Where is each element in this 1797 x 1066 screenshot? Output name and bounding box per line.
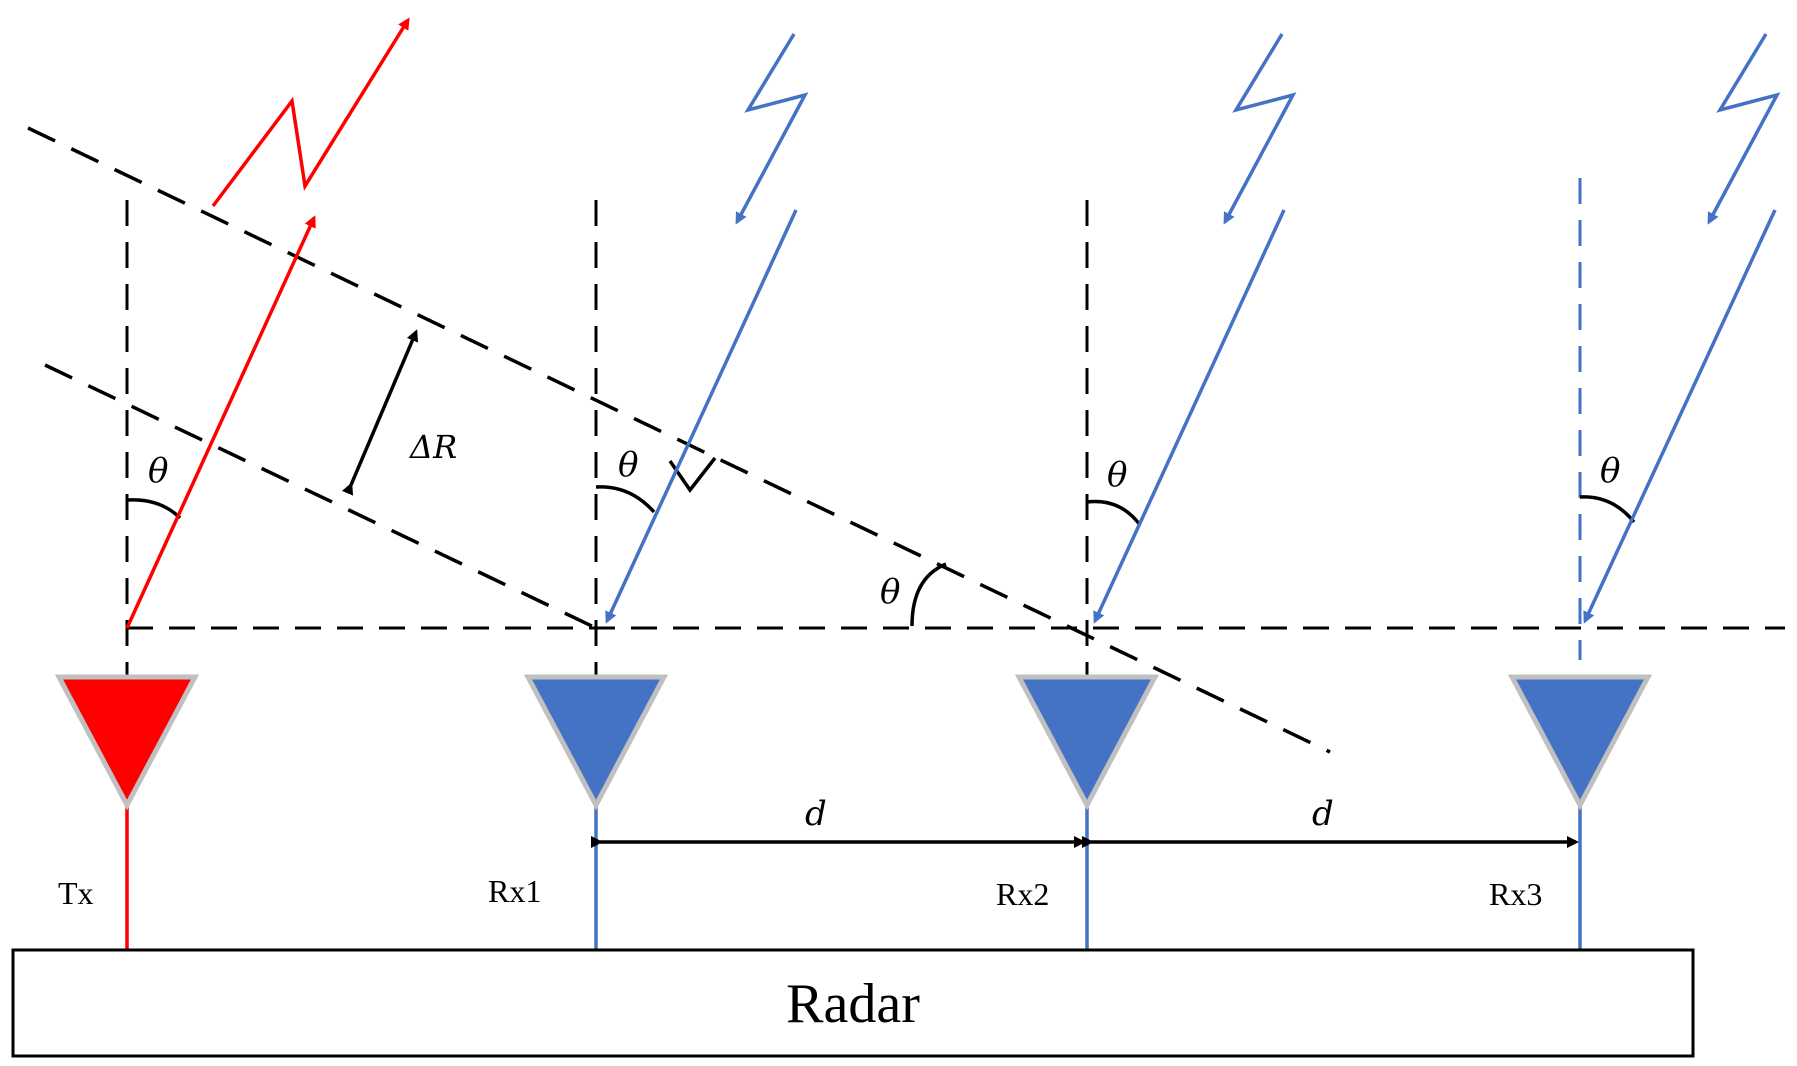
wavefront-upper — [27, 126, 1331, 754]
rx3-zigzag-arrow — [1707, 33, 1781, 225]
right-angle-marker — [668, 456, 717, 493]
angle-arc-baseline — [910, 562, 947, 627]
spacing-label-1: d — [805, 794, 827, 834]
tx-signal-arrow — [125, 215, 316, 629]
theta-label-baseline: θ — [880, 572, 900, 612]
delta-r-arrow — [341, 329, 419, 496]
delta-r-label: ΔR — [408, 428, 457, 466]
rx1-label: Rx1 — [488, 873, 541, 909]
angle-arc-rx1 — [595, 485, 656, 514]
vertical-reference-lines — [125, 200, 1089, 680]
theta-label-tx: θ — [148, 451, 168, 491]
rx1-signal-arrow — [605, 209, 798, 624]
tx-label: Tx — [58, 875, 94, 911]
rx3-antenna — [1507, 674, 1653, 811]
theta-label-rx2: θ — [1107, 455, 1127, 495]
angle-arc-rx2 — [1086, 499, 1142, 527]
tx-zigzag-arrow — [211, 17, 410, 208]
received-signals — [605, 33, 1781, 624]
angle-arc-tx — [126, 498, 182, 520]
rx2-label: Rx2 — [996, 876, 1049, 912]
wavefront-lower — [44, 363, 597, 630]
radar-box — [11, 948, 1695, 1058]
rx2-antenna — [1014, 674, 1160, 811]
theta-label-rx3: θ — [1600, 451, 1620, 491]
angle-arcs — [126, 485, 1636, 627]
radar-label: Radar — [786, 973, 920, 1035]
tx-antenna — [54, 674, 200, 811]
rx1-antenna — [523, 674, 669, 811]
rx3-signal-arrow — [1583, 209, 1777, 624]
rx2-zigzag-arrow — [1223, 33, 1297, 225]
rx3-label: Rx3 — [1489, 876, 1542, 912]
rx1-zigzag-arrow — [735, 33, 809, 225]
rx-feed-lines — [594, 805, 1582, 950]
angle-arc-rx3 — [1579, 495, 1636, 524]
spacing-label-2: d — [1312, 794, 1334, 834]
theta-label-rx1: θ — [618, 445, 638, 485]
rx2-signal-arrow — [1093, 209, 1286, 624]
